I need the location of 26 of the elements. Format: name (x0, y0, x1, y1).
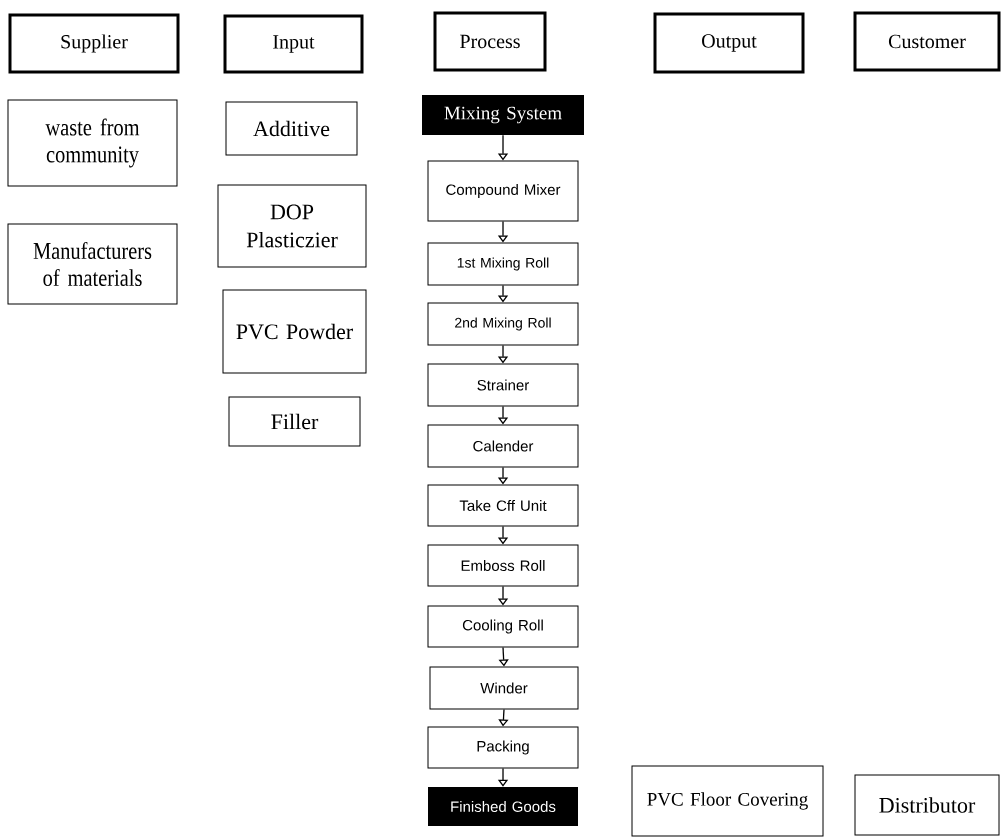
column-header: Output (653, 12, 805, 74)
process-step: 2nd Mixing Roll (427, 302, 579, 346)
process-step: Calender (427, 424, 579, 468)
customer-box: Distributor (854, 774, 1000, 836)
process-step: Finished Goods (428, 787, 578, 826)
process-step: Take Cff Unit (427, 484, 579, 527)
process-step: Mixing System (422, 95, 584, 135)
process-step: Winder (429, 666, 579, 710)
input-box: Filler (228, 396, 361, 447)
column-header: Supplier (8, 13, 180, 74)
process-step: Compound Mixer (427, 160, 579, 222)
input-box: PVC Powder (222, 289, 367, 374)
process-step: Strainer (427, 363, 579, 407)
output-box: PVC Floor Covering (631, 765, 824, 837)
arrow (498, 708, 509, 727)
input-box: DOP Plasticzier (217, 184, 367, 268)
column-header: Input (223, 14, 364, 74)
supplier-box: waste from community (7, 99, 178, 187)
process-step: Cooling Roll (427, 605, 579, 648)
process-step: Packing (427, 726, 579, 769)
process-step: Emboss Roll (427, 544, 579, 587)
process-step: 1st Mixing Roll (427, 242, 579, 286)
input-box: Additive (225, 101, 358, 156)
column-header: Process (433, 11, 547, 72)
column-header: Customer (853, 11, 1001, 72)
supplier-box: Manufacturers of materials (7, 223, 178, 305)
